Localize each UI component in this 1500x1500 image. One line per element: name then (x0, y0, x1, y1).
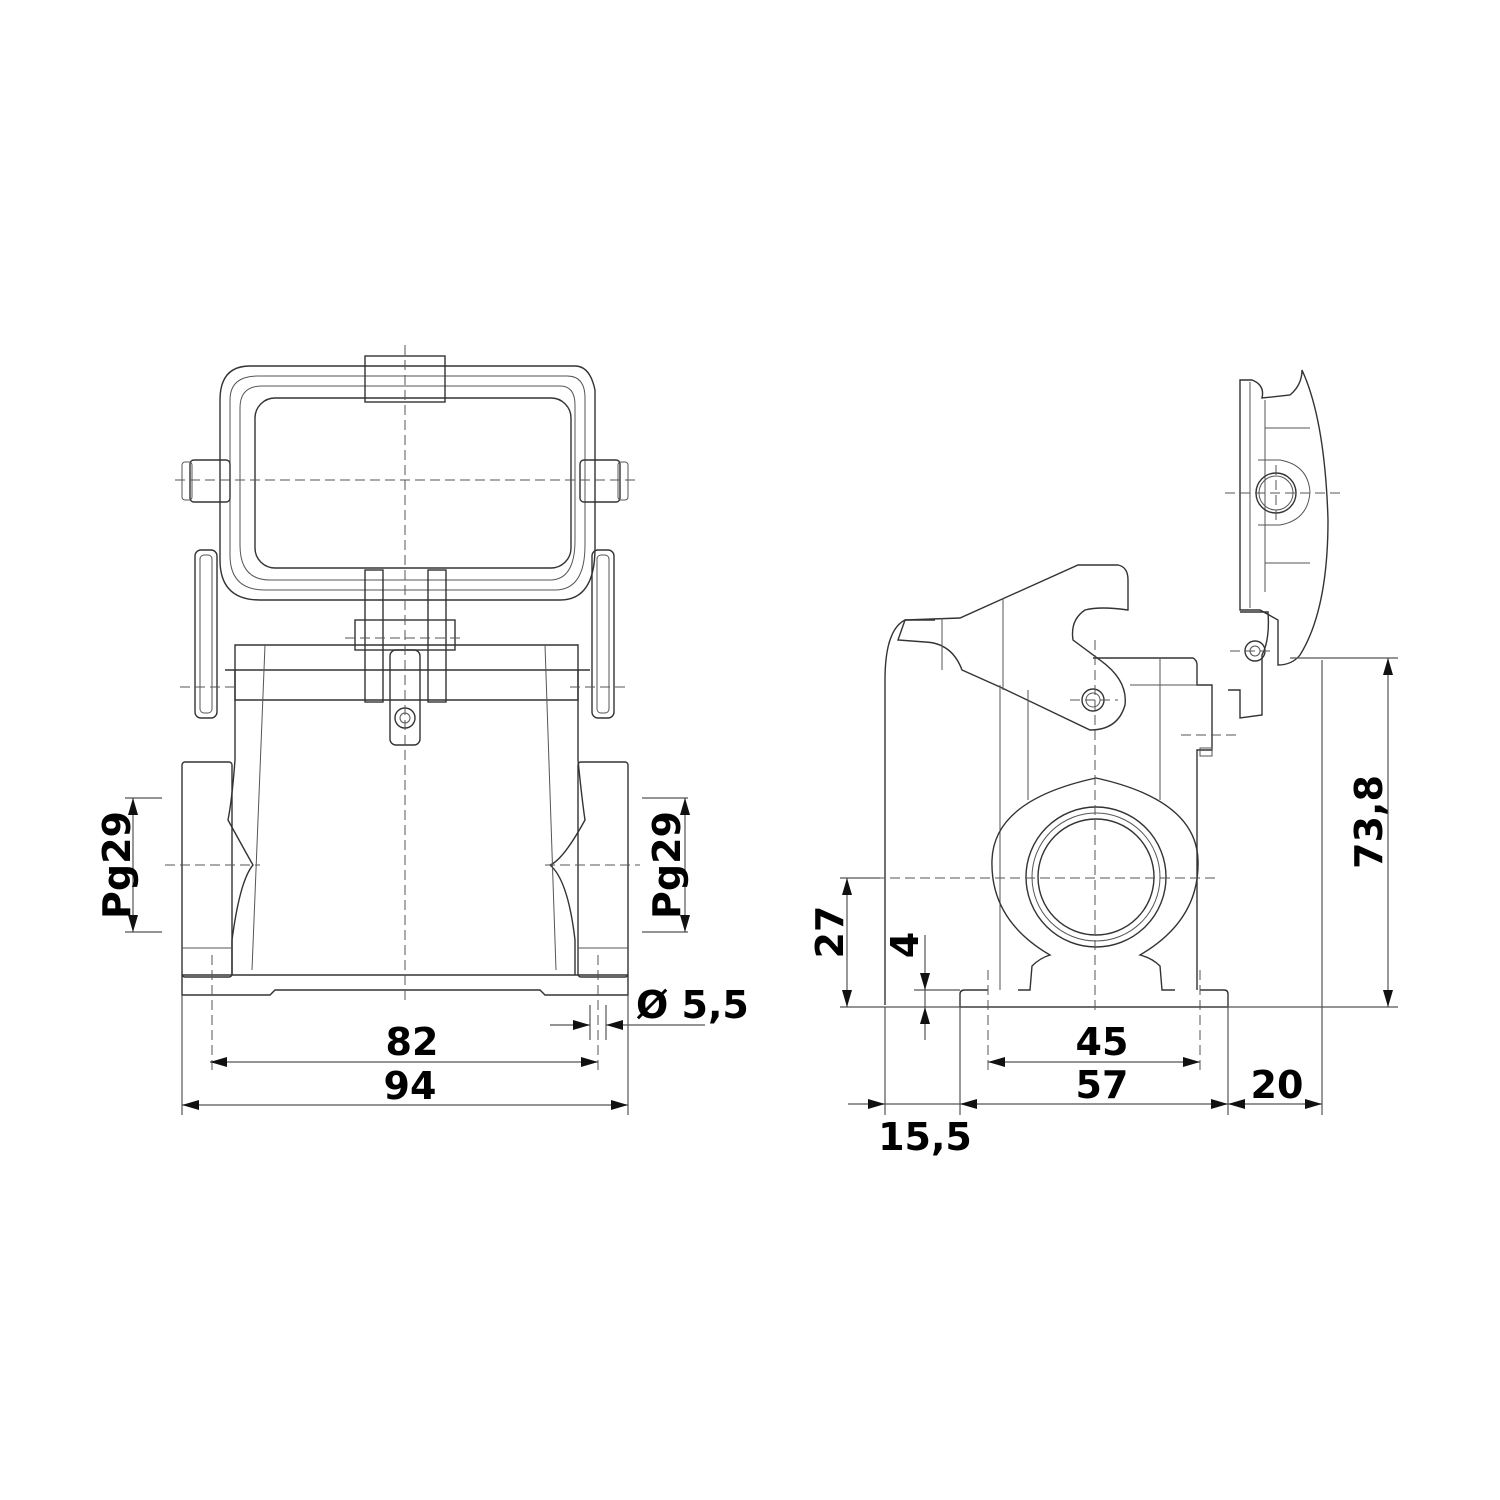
label-15-5: 15,5 (878, 1115, 972, 1159)
dimension-4: 4 (883, 932, 960, 1040)
label-pg29-right: Pg29 (645, 811, 689, 919)
dimension-45: 45 (988, 1020, 1200, 1067)
label-82: 82 (386, 1020, 439, 1064)
center-latch (354, 569, 456, 746)
label-20: 20 (1251, 1063, 1304, 1107)
label-pg29-left: Pg29 (95, 811, 139, 919)
dimension-27: 27 (808, 877, 1330, 1008)
side-lever-left (194, 549, 218, 719)
locking-lever (897, 564, 1129, 731)
dimension-94: 94 (181, 995, 629, 1115)
side-view: 27 4 45 57 (808, 369, 1398, 1159)
dimension-73-8: 73,8 (1290, 657, 1398, 1008)
label-4: 4 (883, 932, 927, 958)
locking-frame (181, 355, 629, 601)
label-hole-diameter: Ø 5,5 (636, 983, 749, 1027)
dimension-pg29-left: Pg29 (95, 797, 162, 933)
housing-body (181, 644, 629, 996)
label-45: 45 (1076, 1020, 1129, 1064)
side-lever-right (591, 549, 615, 719)
label-27: 27 (808, 906, 852, 959)
dimension-57: 57 (848, 660, 1323, 1115)
label-57: 57 (1076, 1063, 1129, 1107)
dimension-hole-diameter: Ø 5,5 (550, 983, 749, 1040)
label-73-8: 73,8 (1347, 775, 1391, 869)
open-lid (1199, 369, 1329, 757)
dimension-82: 82 (210, 1020, 598, 1067)
dimension-pg29-right: Pg29 (642, 797, 690, 933)
label-94: 94 (384, 1064, 437, 1108)
front-view: Pg29 Pg29 Ø 5,5 82 (95, 345, 749, 1115)
